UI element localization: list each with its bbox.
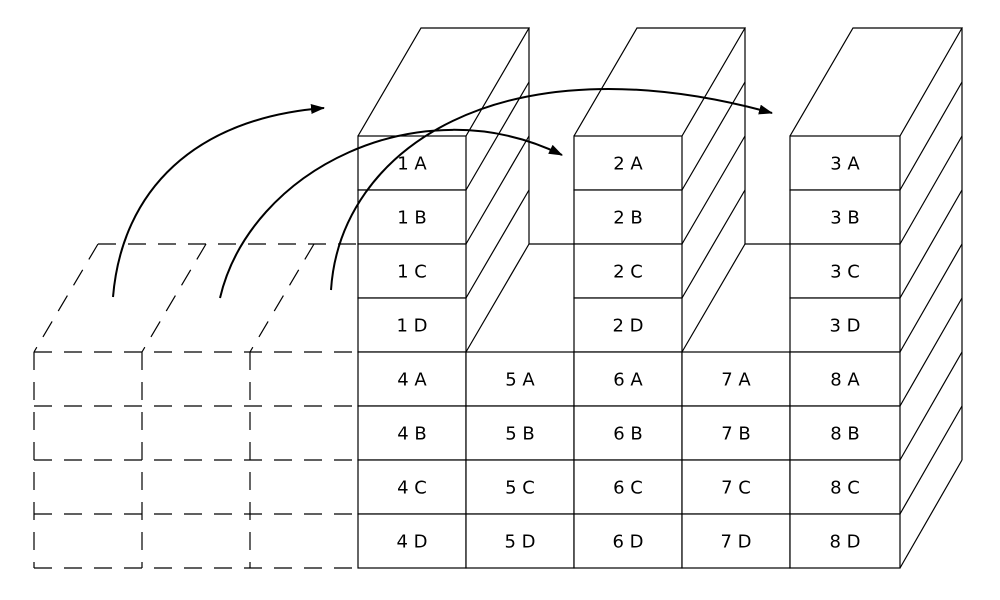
cell-4a-label: 4 A xyxy=(397,370,427,391)
cell-2b xyxy=(573,189,683,245)
base-cells: 4 A 5 A 6 A 7 A 8 A 4 B 5 B 6 B 7 B 8 B … xyxy=(357,351,901,569)
tower-2 xyxy=(573,27,747,299)
cell-8d xyxy=(789,513,901,569)
tower-3 xyxy=(789,27,964,299)
cell-2a-label: 2 A xyxy=(613,154,643,175)
cell-6b-label: 6 B xyxy=(613,424,643,445)
cell-8a-label: 8 A xyxy=(830,370,860,391)
cell-3a-label: 3 A xyxy=(830,154,860,175)
cell-7b-label: 7 B xyxy=(721,424,751,445)
cell-7c-label: 7 C xyxy=(721,478,751,499)
cell-4c-label: 4 C xyxy=(397,478,427,499)
cell-3d-label: 3 D xyxy=(829,316,860,337)
arrow-to-column-2 xyxy=(219,128,563,299)
cell-5b-label: 5 B xyxy=(505,424,535,445)
cell-8d-label: 8 D xyxy=(829,532,860,553)
cell-4b-label: 4 B xyxy=(397,424,427,445)
cell-1c-label: 1 C xyxy=(397,262,427,283)
cell-5a-label: 5 A xyxy=(505,370,535,391)
cell-8a xyxy=(789,351,901,407)
arrow-to-column-1 xyxy=(112,104,325,298)
cell-4d xyxy=(357,513,467,569)
cell-1d-label: 1 D xyxy=(396,316,427,337)
cell-8b xyxy=(789,405,901,461)
ghost-block-outline xyxy=(33,243,358,569)
cell-6a xyxy=(573,351,683,407)
cell-8c-label: 8 C xyxy=(830,478,860,499)
cell-5d xyxy=(465,513,575,569)
cell-2d xyxy=(573,297,683,353)
cell-7c xyxy=(681,459,791,515)
cell-1a-label: 1 A xyxy=(397,154,427,175)
cell-6d xyxy=(573,513,683,569)
cell-2c-label: 2 C xyxy=(613,262,643,283)
cell-7a-label: 7 A xyxy=(721,370,751,391)
tower-1 xyxy=(357,27,531,299)
cell-5d-label: 5 D xyxy=(504,532,535,553)
base-block-depth xyxy=(465,243,963,569)
cell-7d-label: 7 D xyxy=(720,532,751,553)
move-arrows xyxy=(112,88,773,299)
cell-4d-label: 4 D xyxy=(396,532,427,553)
cell-5c-label: 5 C xyxy=(505,478,535,499)
cell-5b xyxy=(465,405,575,461)
cell-3c-label: 3 C xyxy=(830,262,860,283)
tower-cells: 1 A 1 B 1 C 1 D 2 A 2 B 2 C 2 D 3 A 3 B … xyxy=(357,135,901,353)
cell-2c xyxy=(573,243,683,299)
cell-4c xyxy=(357,459,467,515)
cell-5a xyxy=(465,351,575,407)
cell-2d-label: 2 D xyxy=(612,316,643,337)
cell-4a xyxy=(357,351,467,407)
arrow-to-column-3 xyxy=(330,88,773,291)
cell-6d-label: 6 D xyxy=(612,532,643,553)
cell-2a xyxy=(573,135,683,191)
cell-3b-label: 3 B xyxy=(830,208,860,229)
cell-1d xyxy=(357,297,467,353)
cell-7b xyxy=(681,405,791,461)
cell-8b-label: 8 B xyxy=(830,424,860,445)
cell-6c-label: 6 C xyxy=(613,478,643,499)
cell-2b-label: 2 B xyxy=(613,208,643,229)
cell-6a-label: 6 A xyxy=(613,370,643,391)
cell-1b-label: 1 B xyxy=(397,208,427,229)
cell-3a xyxy=(789,135,901,191)
cell-5c xyxy=(465,459,575,515)
